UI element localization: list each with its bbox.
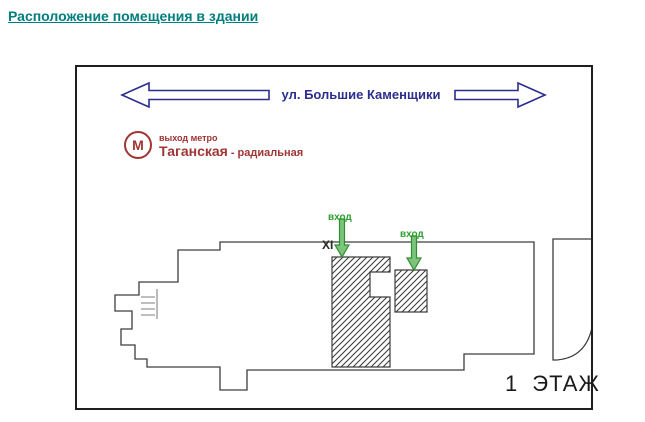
street-name-label: ул. Большие Каменщики: [281, 87, 441, 102]
entrance-1-label: вход: [328, 212, 352, 223]
diagram-box: ул. Большие Каменщики М выход метро Тага…: [75, 65, 599, 410]
metro-station-name: Таганская: [159, 143, 228, 159]
building-outline: [114, 241, 535, 391]
metro-exit-label: выход метро: [159, 133, 218, 143]
floor-number: 1: [505, 371, 519, 396]
metro-station-label: Таганская- радиальная: [159, 143, 303, 161]
street-arrow-left-icon: [120, 81, 270, 109]
metro-icon: М: [124, 131, 152, 159]
premises-hatched-area-main: [331, 256, 391, 368]
entrance-2-label: вход: [400, 229, 424, 240]
stairs-detail-lines: [141, 289, 158, 319]
page-title-link[interactable]: Расположение помещения в здании: [8, 8, 259, 24]
premises-hatched-area-secondary: [394, 269, 428, 313]
metro-symbol: М: [132, 137, 144, 153]
adjacent-structure-outline: [552, 238, 591, 361]
entrance-arrow-2-icon: [405, 235, 423, 272]
floor-plan-graphic: [114, 81, 591, 391]
entrance-arrow-1-icon: [333, 218, 351, 259]
floor-word: ЭТАЖ: [532, 371, 600, 396]
plan-marker: XI: [322, 238, 334, 252]
street-arrow-right-icon: [454, 81, 547, 109]
floor-label: 1 ЭТАЖ: [505, 371, 600, 397]
metro-station-type: - радиальная: [230, 147, 304, 159]
